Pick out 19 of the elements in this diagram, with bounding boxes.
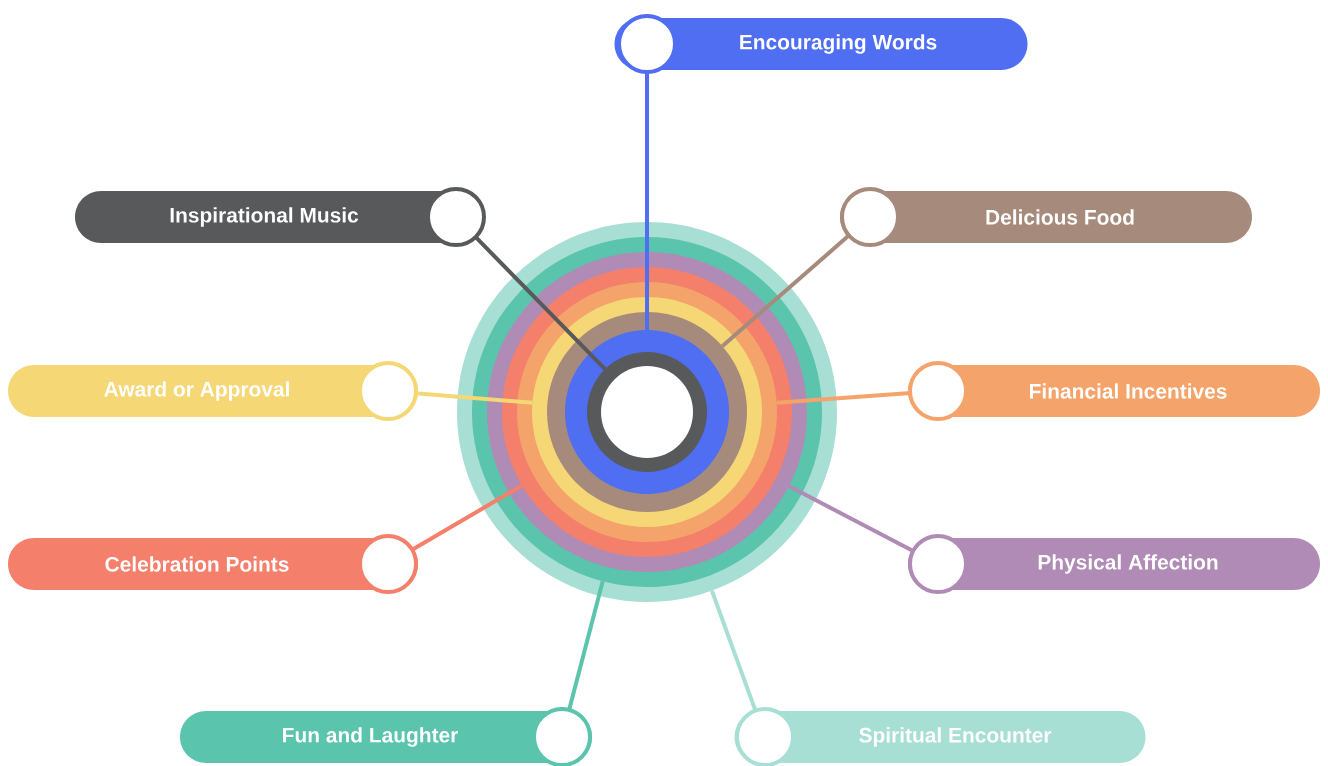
ring: [587, 352, 707, 472]
label-pill: Financial Incentives: [908, 361, 1320, 421]
connector-line: [787, 484, 915, 554]
label-pill: Encouraging Words: [614, 14, 1028, 74]
label-pill: Inspirational Music: [75, 187, 486, 247]
label-pill: Delicious Food: [840, 187, 1252, 247]
connector-line: [410, 483, 523, 552]
connector-line: [415, 391, 533, 405]
label-pill: Fun and Laughter: [180, 707, 592, 766]
connector-line: [720, 233, 851, 348]
label-pill: Spiritual Encounter: [734, 707, 1146, 766]
label-pill: Physical Affection: [908, 534, 1320, 594]
connector-line: [473, 235, 607, 371]
connector-line: [776, 391, 911, 405]
label-pill: Award or Approval: [8, 361, 418, 421]
connector-line: [709, 589, 758, 712]
label-pill: Celebration Points: [8, 534, 418, 594]
connector-line: [645, 71, 649, 330]
connector-line: [567, 580, 605, 711]
